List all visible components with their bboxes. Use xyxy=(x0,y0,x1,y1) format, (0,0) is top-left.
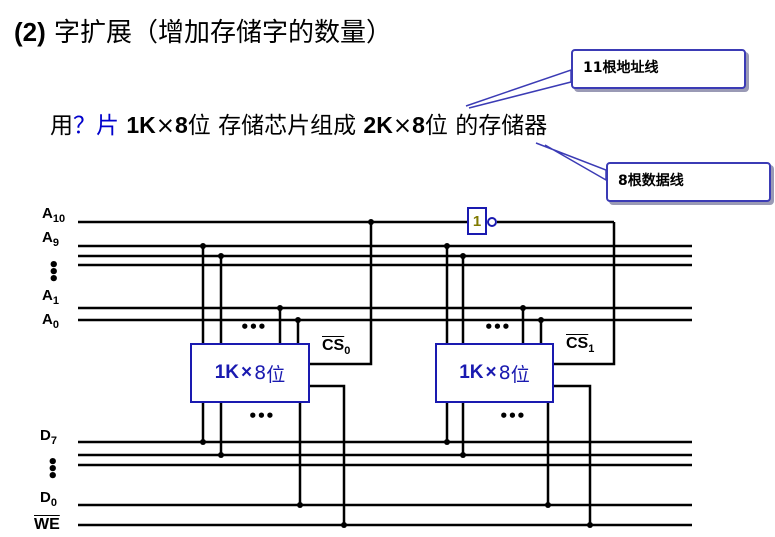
statement-chip-bits: 8 xyxy=(175,112,188,138)
pin-label-a0: A0 xyxy=(42,311,59,331)
not-gate: 1 xyxy=(467,207,487,235)
address-ellipsis-vertical: ••• xyxy=(48,255,60,290)
title-text: 字扩展（增加存储字的数量） xyxy=(54,18,393,48)
title-number: (2) xyxy=(14,17,46,47)
chip-0-cs-label: CS0 xyxy=(322,337,351,358)
statement-times: × xyxy=(155,113,175,139)
statement-unknown-count: ？片 xyxy=(73,113,119,139)
pin-label-d0: D0 xyxy=(40,489,57,509)
not-gate-bubble xyxy=(487,217,497,227)
pin-label-a9: A9 xyxy=(42,229,59,249)
statement-target-bits: 8 xyxy=(412,112,425,138)
statement-times-2: × xyxy=(392,113,413,139)
statement-target-size: 2K xyxy=(363,112,393,138)
statement-prefix: 用 xyxy=(50,113,73,139)
statement-suffix: 的存储器 xyxy=(455,113,548,139)
data-ellipsis-vertical: ••• xyxy=(47,452,59,487)
chip-0-address-ellipsis: ••• xyxy=(240,318,267,336)
problem-statement: 用？片 1K×8位 存储芯片组成 2K×8位 的存储器 xyxy=(50,106,547,140)
chip-1-cs-label: CS1 xyxy=(566,335,595,356)
statement-bit-unit: 位 xyxy=(187,113,211,139)
chip-0-data-ellipsis: ••• xyxy=(248,407,275,425)
callout-address-lines: 11根地址线 xyxy=(571,49,746,89)
chip-1-address-ellipsis: ••• xyxy=(484,318,511,336)
page-title: (2) 字扩展（增加存储字的数量） xyxy=(14,12,392,49)
callout-pointer-address xyxy=(465,68,572,109)
statement-middle: 存储芯片组成 xyxy=(218,113,357,139)
statement-chip-size: 1K xyxy=(126,112,156,138)
chip-1-data-ellipsis: ••• xyxy=(499,407,526,425)
callout-pointer-data xyxy=(535,142,607,182)
pin-label-d7: D7 xyxy=(40,427,57,447)
pin-label-we: WE xyxy=(34,516,60,533)
pin-label-a10: A10 xyxy=(42,205,66,225)
pin-label-a1: A1 xyxy=(42,287,59,307)
statement-bit-unit-2: 位 xyxy=(424,113,448,139)
callout-data-lines: 8根数据线 xyxy=(606,162,771,202)
